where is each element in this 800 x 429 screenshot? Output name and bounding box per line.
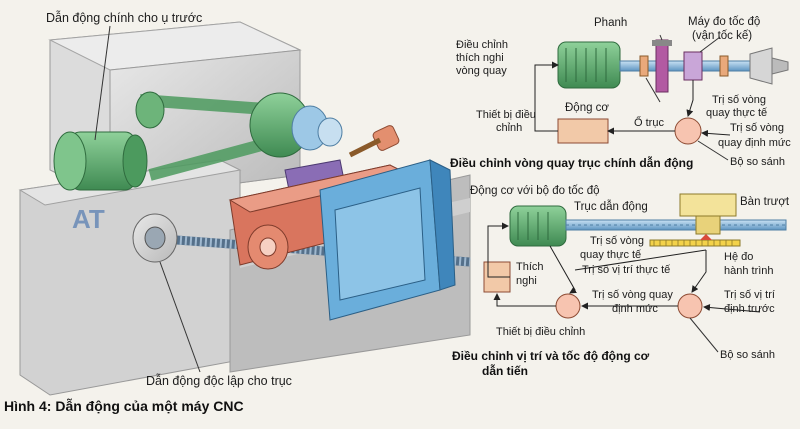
label-motor-tacho: Động cơ với bộ đo tốc độ (470, 185, 600, 197)
feed-position-loop: Động cơ với bộ đo tốc độ Trục dẫn động B… (452, 185, 790, 378)
travel-scale (649, 239, 741, 247)
spindle-head (249, 92, 343, 158)
feed-speed-comparator (555, 293, 581, 319)
label-spindle-controller: Thiết bị điều chỉnh (476, 109, 539, 134)
label-adaptive-speed: Điều chỉnh thích nghi vòng quay (456, 39, 511, 77)
label-actual-speed: Trị số vòng quay thực tế (706, 94, 769, 119)
label-setpoint-speed: Trị số vòng quay định mức (718, 122, 791, 149)
label-feed-adaptive: Thích nghi (516, 261, 547, 287)
feed-loop-title: Điều chỉnh vị trí và tốc độ động cơ dẫn … (452, 349, 653, 378)
label-bearing: Ổ trục (634, 116, 664, 129)
machine-illustration: AT Dẫn động chính cho ụ trước Dẫn động đ… (18, 10, 471, 396)
cross-slide (319, 159, 456, 321)
feed-motor (132, 213, 178, 263)
label-spindle-comparator: Bộ so sánh (730, 156, 785, 168)
label-position-actual: Trị số vị trí thực tế (582, 264, 670, 276)
main-motor (53, 131, 148, 191)
spindle-motor (557, 41, 621, 89)
label-brake: Phanh (594, 17, 627, 29)
label-independent-drive: Dẫn động độc lập cho trục (146, 373, 292, 388)
spindle-speed-loop: Điều chỉnh thích nghi vòng quay Phanh Má… (450, 16, 791, 170)
spindle-controller-box (557, 118, 609, 144)
spindle-comparator (674, 117, 702, 145)
label-feed-comparator: Bộ so sánh (720, 349, 775, 361)
feed-slide (679, 193, 737, 217)
label-motor: Động cơ (565, 102, 609, 114)
chuck (749, 47, 773, 85)
spindle-loop-title: Điều chỉnh vòng quay trục chính dẫn động (450, 155, 693, 170)
label-main-drive: Dẫn động chính cho ụ trước (46, 10, 202, 25)
feed-position-comparator (677, 293, 703, 319)
label-leadscrew: Trục dẫn động (574, 200, 648, 213)
label-tachometer: Máy đo tốc độ (vận tốc kế) (688, 16, 763, 42)
label-position-set: Trị số vị trí định trước (724, 289, 778, 315)
label-feed-controller: Thiết bị điều chỉnh (496, 326, 585, 338)
label-feed-speed-set: Trị số vòng quay định mức (592, 289, 676, 315)
feed-loop-motor (509, 205, 567, 247)
label-feed-speed-actual: Trị số vòng quay thực tế (580, 235, 647, 261)
figure-caption: Hình 4: Dẫn động của một máy CNC (4, 398, 244, 414)
tachometer (683, 51, 703, 81)
brake-disc (655, 39, 669, 93)
label-slide: Bàn trượt (740, 196, 790, 208)
bearing-right (719, 55, 729, 77)
bearing-left (639, 55, 649, 77)
label-travel-measure: Hệ đo hành trình (724, 251, 774, 277)
watermark-logo: AT (72, 204, 105, 234)
